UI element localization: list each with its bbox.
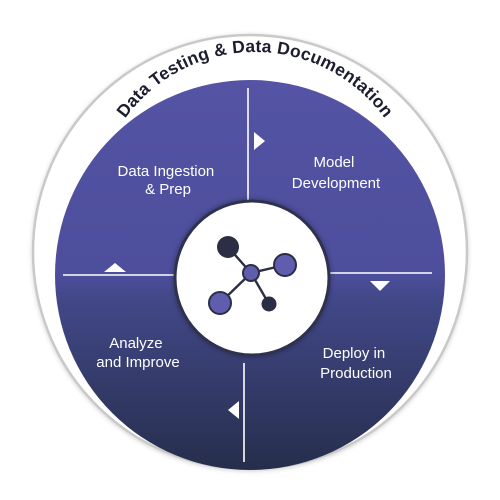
label-data-ingestion: Data Ingestion & Prep [118, 163, 219, 198]
label-model-development: Model Development [292, 154, 381, 192]
label-deploy-production: Deploy in Production [320, 345, 392, 382]
arrow-up-icon [104, 263, 126, 272]
network-nodes-icon [208, 236, 297, 315]
arrow-left-icon [228, 401, 239, 419]
label-analyze-improve: Analyze and Improve [96, 335, 179, 371]
arrow-right-icon [254, 132, 265, 150]
arrow-down-icon [370, 281, 390, 291]
